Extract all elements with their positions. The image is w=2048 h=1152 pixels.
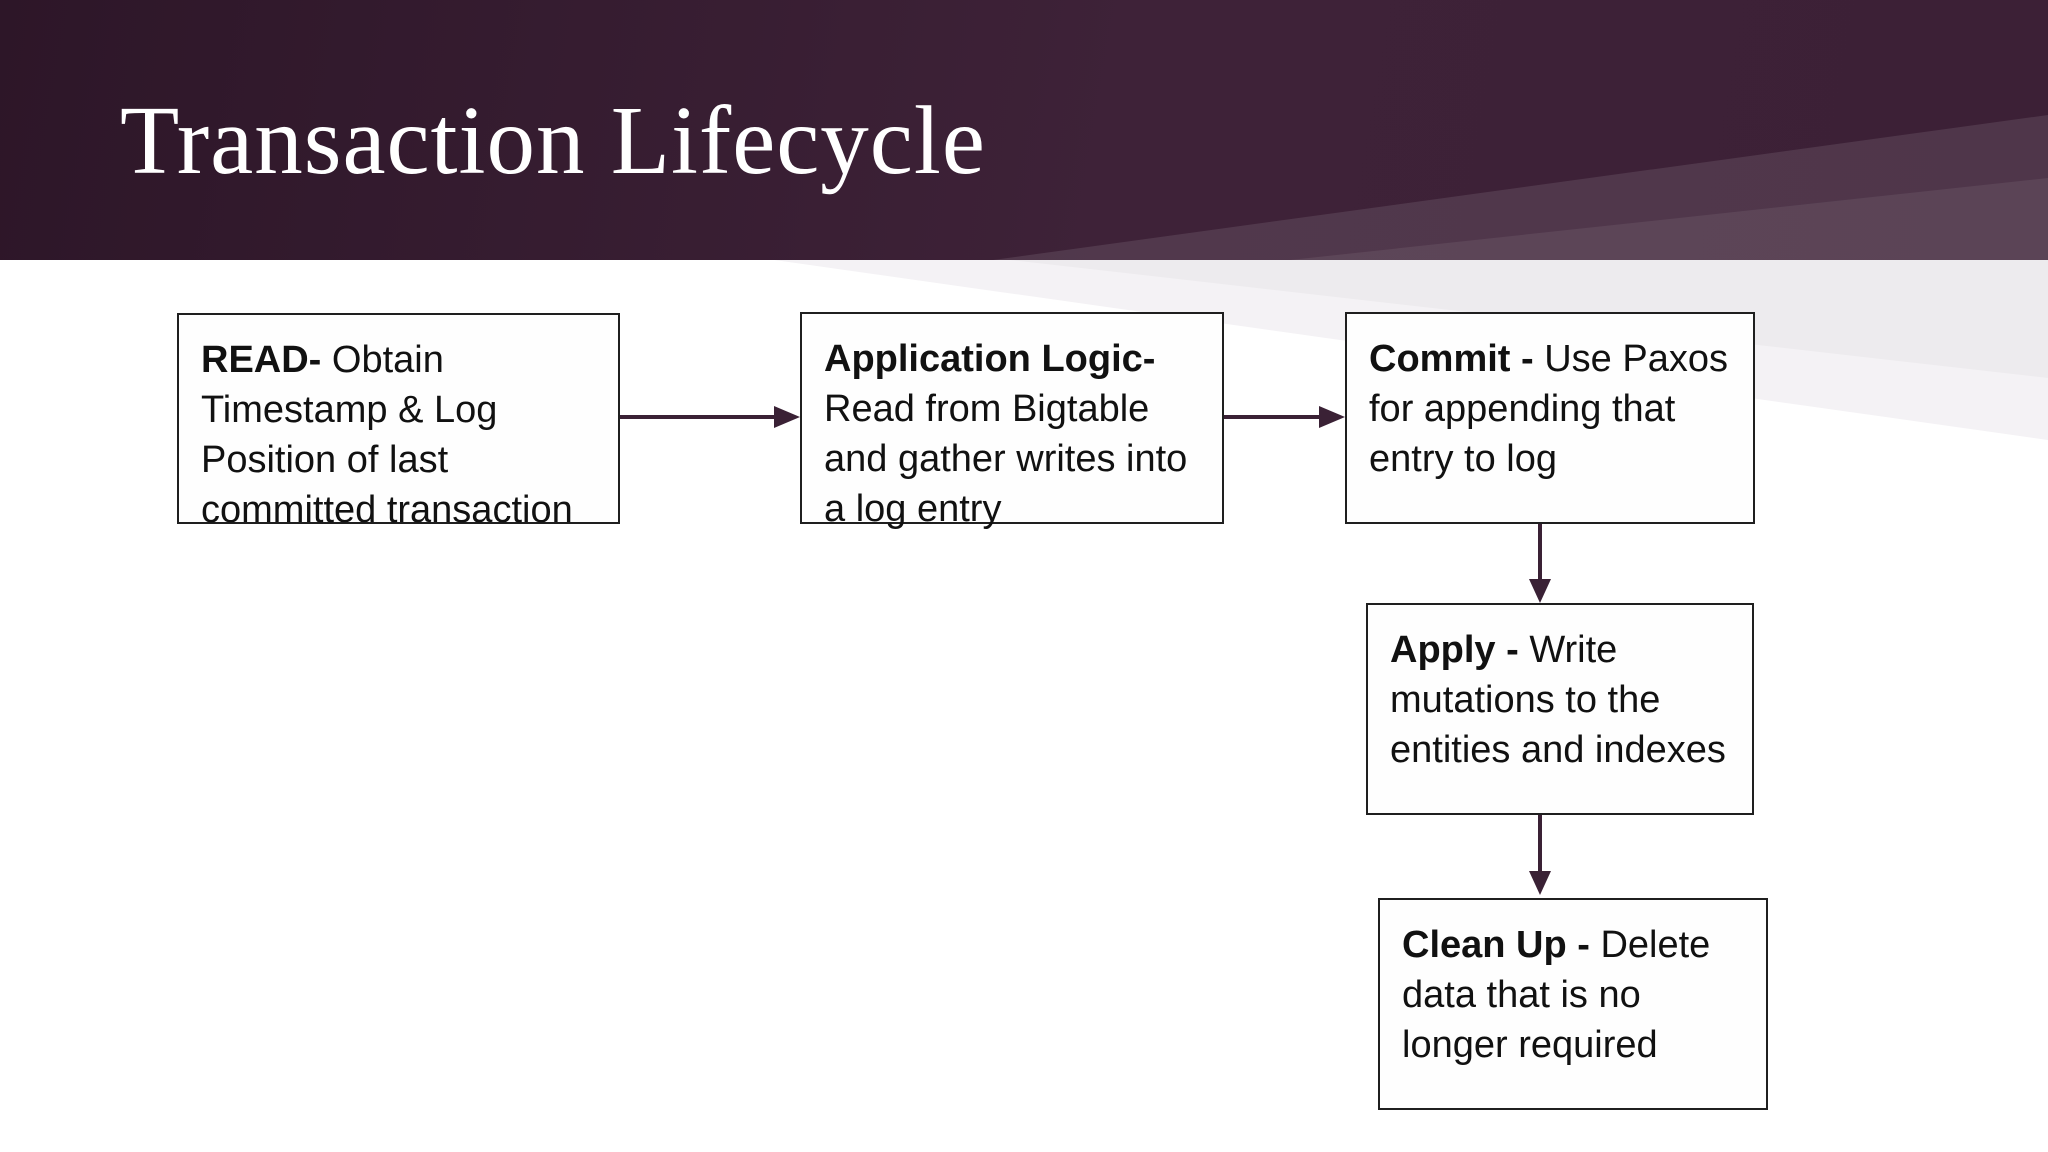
flow-box-clean-up-lead: Clean Up - — [1402, 924, 1601, 966]
flow-box-apply-lead: Apply - — [1390, 629, 1530, 671]
flow-box-read-text: Obtain Timestamp & Log Position of last … — [201, 339, 573, 531]
flow-box-commit-lead: Commit - — [1369, 338, 1545, 380]
flow-box-apply-text: Write mutations to the entities and inde… — [1390, 629, 1726, 771]
arrowhead-application-logic-to-commit — [1319, 406, 1345, 428]
flow-box-apply: Apply - Write mutations to the entities … — [1366, 603, 1754, 815]
page-title: Transaction Lifecycle — [120, 87, 986, 194]
flow-box-read: READ- Obtain Timestamp & Log Position of… — [177, 313, 620, 531]
arrow-read-to-application-logic — [620, 415, 774, 419]
flow-box-commit-text: Use Paxos for appending that entry to lo… — [1369, 338, 1728, 480]
flow-box-clean-up-text: Delete data that is no longer required — [1402, 924, 1711, 1066]
flow-box-commit: Commit - Use Paxos for appending that en… — [1345, 312, 1755, 524]
arrow-commit-to-apply — [1538, 524, 1542, 579]
flow-box-clean-up: Clean Up - Delete data that is no longer… — [1378, 898, 1768, 1110]
header-band: Transaction Lifecycle — [0, 0, 2048, 260]
flow-box-application-logic-text: Read from Bigtable and gather writes int… — [824, 388, 1188, 530]
arrowhead-apply-to-clean-up — [1529, 871, 1551, 895]
flow-box-application-logic: Application Logic- Read from Bigtable an… — [800, 312, 1224, 530]
arrowhead-read-to-application-logic — [774, 406, 800, 428]
arrow-apply-to-clean-up — [1538, 815, 1542, 871]
arrow-application-logic-to-commit — [1224, 415, 1319, 419]
arrowhead-commit-to-apply — [1529, 579, 1551, 603]
flow-box-read-lead: READ- — [201, 339, 322, 381]
flow-box-application-logic-lead: Application Logic- — [824, 338, 1156, 380]
